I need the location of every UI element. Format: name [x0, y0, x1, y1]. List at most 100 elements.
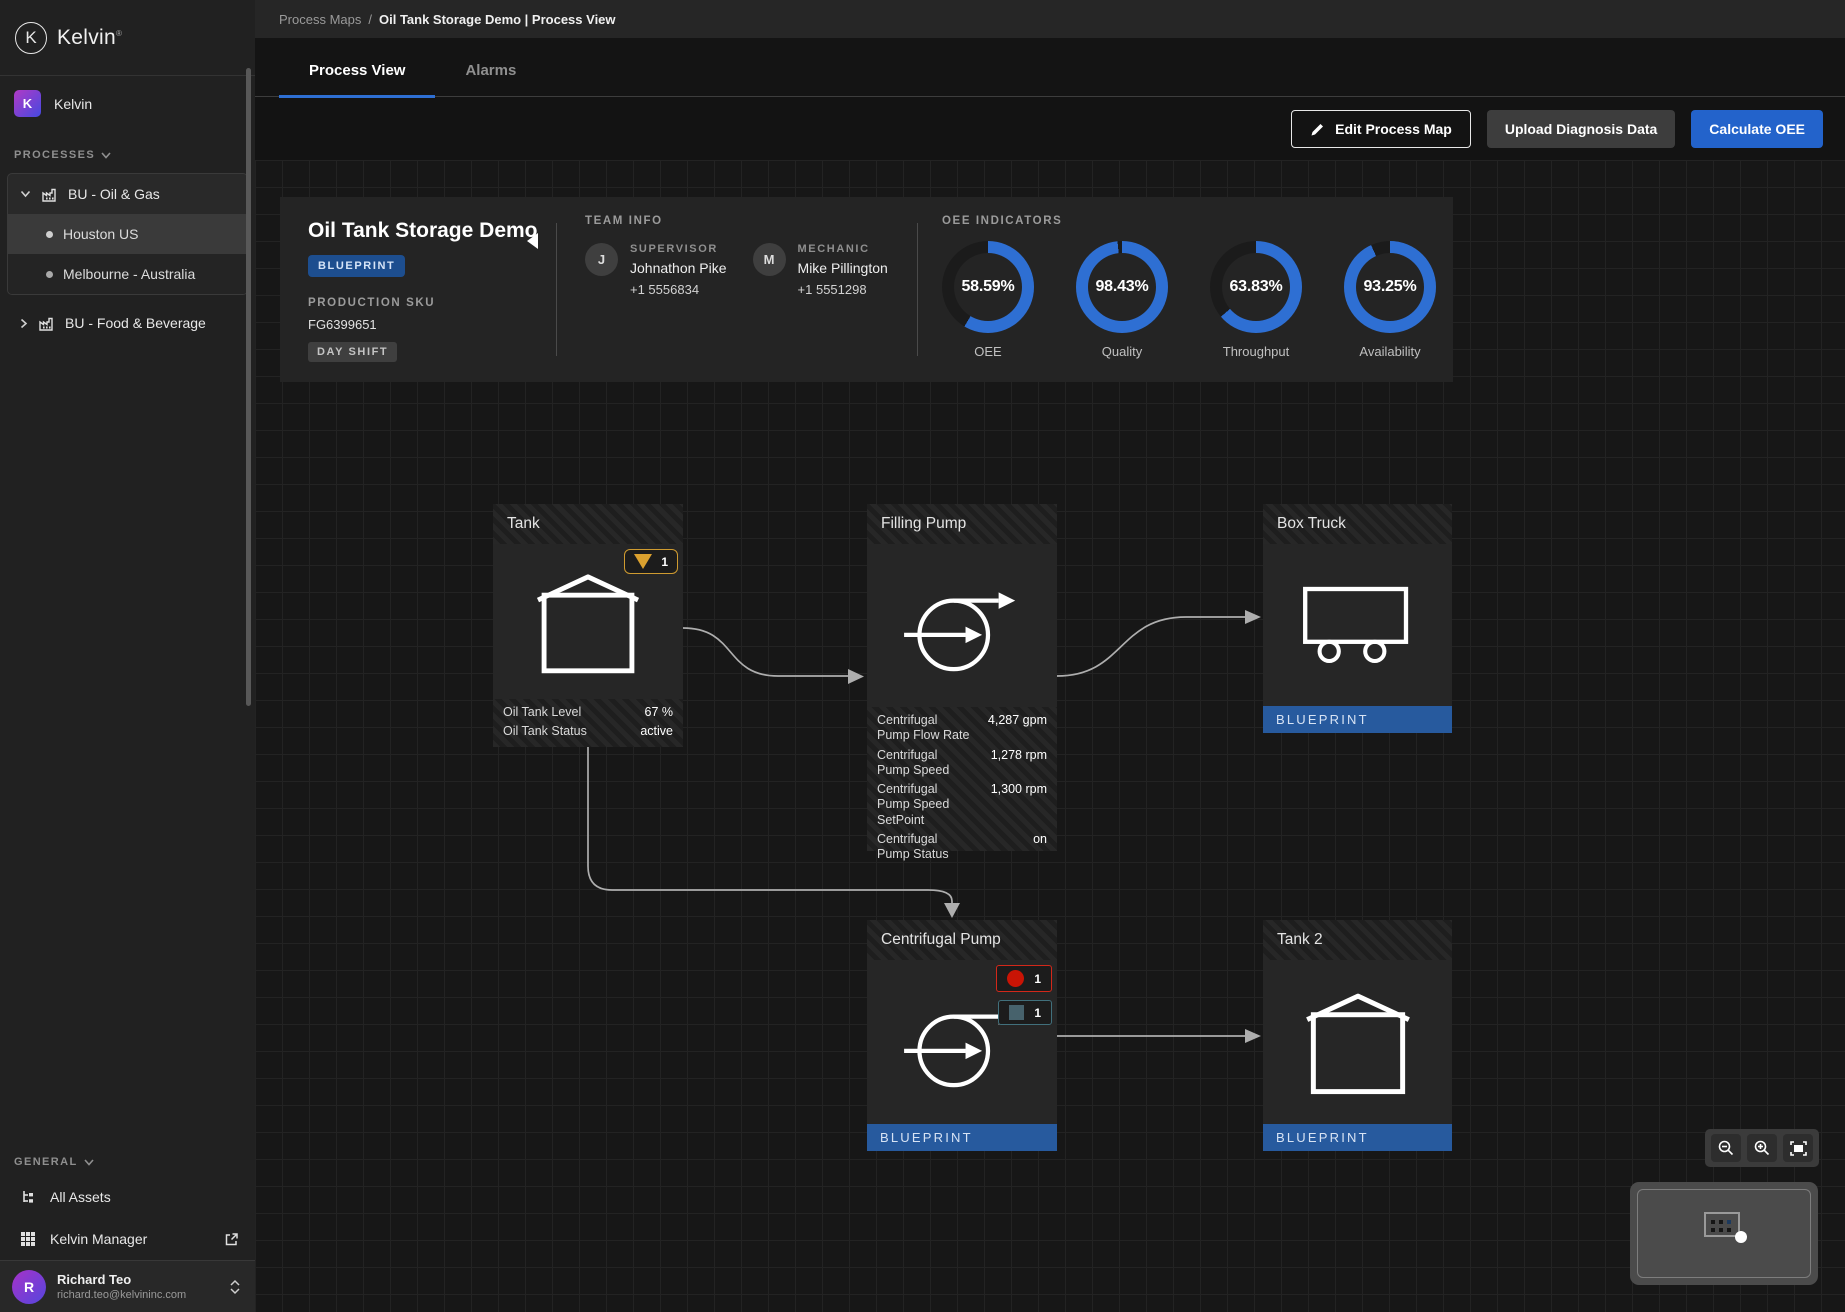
blueprint-footer: BLUEPRINT: [867, 1124, 1057, 1151]
centrifugal-pump-icon: [904, 591, 1016, 671]
metric-label: Centrifugal Pump Speed: [877, 747, 950, 777]
upload-diagnosis-data-button[interactable]: Upload Diagnosis Data: [1486, 110, 1676, 148]
note-square-icon: [1009, 1005, 1025, 1020]
member-name: Johnathon Pike: [630, 260, 727, 276]
external-link-icon: [225, 1232, 238, 1245]
user-name: Richard Teo: [57, 1272, 132, 1287]
oee-indicators-section: OEE INDICATORS 58.59% OEE 98.43% Quality…: [918, 197, 1453, 382]
gauge-label: Throughput: [1222, 344, 1290, 359]
warning-badge[interactable]: 1: [624, 549, 678, 574]
sidebar-bottom: GENERAL All Assets Kelvin Manager R Rich…: [0, 1156, 255, 1312]
user-email: richard.teo@kelvininc.com: [57, 1289, 187, 1301]
sidebar-item-bu-oil-gas[interactable]: BU - Oil & Gas: [8, 174, 247, 214]
bullet-icon: [46, 230, 53, 238]
metric-label: Centrifugal Pump Status: [877, 831, 949, 861]
brand-wordmark: Kelvin®: [57, 25, 123, 49]
sidebar-item-label: All Assets: [50, 1189, 111, 1205]
asset-tree-icon: [23, 1191, 33, 1203]
metric-label: Oil Tank Status: [503, 724, 587, 739]
collapse-panel-icon[interactable]: [527, 233, 538, 249]
node-tank-2[interactable]: Tank 2 BLUEPRINT: [1263, 920, 1452, 1151]
sidebar-item-bu-food-beverage[interactable]: BU - Food & Beverage: [0, 303, 255, 343]
process-group-oil-gas: BU - Oil & Gas Houston US Melbourne - Au…: [7, 173, 248, 295]
sidebar-item-kelvin-manager[interactable]: Kelvin Manager: [0, 1218, 255, 1260]
alarm-badge[interactable]: 1: [996, 965, 1052, 992]
tab-process-view[interactable]: Process View: [279, 62, 436, 98]
node-title: Centrifugal Pump: [867, 920, 1057, 960]
user-menu[interactable]: R Richard Teo richard.teo@kelvininc.com: [0, 1260, 255, 1312]
breadcrumb-separator: /: [368, 11, 372, 27]
metric-row: Oil Tank Status active: [493, 722, 683, 741]
note-badge[interactable]: 1: [998, 1000, 1052, 1025]
blueprint-footer: BLUEPRINT: [1263, 1124, 1452, 1151]
tank-icon: [1305, 993, 1410, 1095]
avatar: M: [752, 243, 786, 276]
panel-divider: [556, 223, 557, 356]
pencil-icon: [1311, 123, 1324, 135]
page-title: Oil Tank Storage Demo: [308, 219, 538, 242]
minimap[interactable]: [1630, 1182, 1818, 1285]
zoom-out-button[interactable]: [1711, 1134, 1741, 1162]
day-shift-badge: DAY SHIFT: [308, 342, 398, 362]
chevron-right-icon: [20, 318, 28, 328]
metric-row: Centrifugal Pump Status on: [867, 830, 1057, 865]
edit-process-map-button[interactable]: Edit Process Map: [1291, 110, 1471, 148]
canvas-zoom-toolbar: [1705, 1129, 1819, 1167]
blueprint-badge: BLUEPRINT: [308, 255, 406, 277]
sidebar-scrollbar[interactable]: [246, 68, 251, 706]
node-centrifugal-pump[interactable]: Centrifugal Pump 1 1 BLUEPRINT: [867, 920, 1057, 1151]
metric-value: 1,278 rpm: [990, 747, 1047, 762]
minimap-viewport[interactable]: [1704, 1212, 1740, 1237]
fit-view-button[interactable]: [1783, 1134, 1813, 1162]
sidebar-item-all-assets[interactable]: All Assets: [0, 1176, 255, 1218]
zoom-in-button[interactable]: [1747, 1134, 1777, 1162]
gauge-label: Availability: [1359, 344, 1421, 359]
throughput-gauge: 63.83% Throughput: [1210, 241, 1302, 359]
minimap-handle[interactable]: [1735, 1231, 1747, 1243]
sidebar: K Kelvin® K Kelvin PROCESSES BU - Oil & …: [0, 0, 255, 1312]
workspace-name: Kelvin: [54, 95, 93, 112]
action-buttons: Edit Process Map Upload Diagnosis Data C…: [255, 110, 1845, 148]
kelvin-logo-icon: K: [15, 21, 47, 54]
processes-section-label[interactable]: PROCESSES: [0, 127, 255, 169]
breadcrumb-bar: Process Maps / Oil Tank Storage Demo | P…: [255, 0, 1845, 38]
member-role: SUPERVISOR: [630, 243, 718, 255]
team-info-header: TEAM INFO: [585, 215, 663, 227]
breadcrumb-parent[interactable]: Process Maps: [279, 11, 362, 27]
warning-triangle-icon: [634, 554, 653, 569]
sidebar-item-melbourne-australia[interactable]: Melbourne - Australia: [8, 254, 247, 294]
sidebar-item-houston-us[interactable]: Houston US: [8, 214, 247, 254]
member-name: Mike Pillington: [797, 260, 888, 276]
metric-value: active: [640, 724, 673, 739]
magnifier-plus-icon: [1754, 1140, 1770, 1156]
calculate-oee-button[interactable]: Calculate OEE: [1691, 110, 1823, 148]
workspace-avatar: K: [14, 90, 41, 117]
team-member: J SUPERVISOR Johnathon Pike +1 5556834: [585, 243, 727, 297]
metric-value: 67 %: [644, 705, 674, 719]
process-summary: Oil Tank Storage Demo BLUEPRINT PRODUCTI…: [280, 197, 556, 382]
workspace-switcher[interactable]: K Kelvin: [0, 76, 255, 127]
sidebar-item-label: BU - Oil & Gas: [68, 186, 160, 202]
node-title: Box Truck: [1263, 504, 1452, 544]
quality-gauge: 98.43% Quality: [1076, 241, 1168, 359]
minimap-frame: [1637, 1189, 1811, 1278]
gauge-label: OEE: [974, 344, 1002, 359]
metric-row: Centrifugal Pump Speed 1,278 rpm: [867, 746, 1057, 781]
metric-value: on: [1033, 831, 1047, 846]
general-section-label[interactable]: GENERAL: [0, 1156, 255, 1176]
avatar: J: [585, 243, 618, 276]
tab-alarms[interactable]: Alarms: [465, 62, 517, 79]
node-box-truck[interactable]: Box Truck BLUEPRINT: [1263, 504, 1452, 733]
process-info-panel: Oil Tank Storage Demo BLUEPRINT PRODUCTI…: [280, 197, 1453, 382]
brand-header: K Kelvin®: [0, 0, 255, 76]
production-sku-label: PRODUCTION SKU: [308, 297, 436, 309]
magnifier-minus-icon: [1718, 1140, 1734, 1156]
fit-frame-icon: [1789, 1140, 1807, 1156]
blueprint-footer: BLUEPRINT: [1263, 706, 1452, 733]
oee-gauge: 58.59% OEE: [942, 241, 1034, 359]
